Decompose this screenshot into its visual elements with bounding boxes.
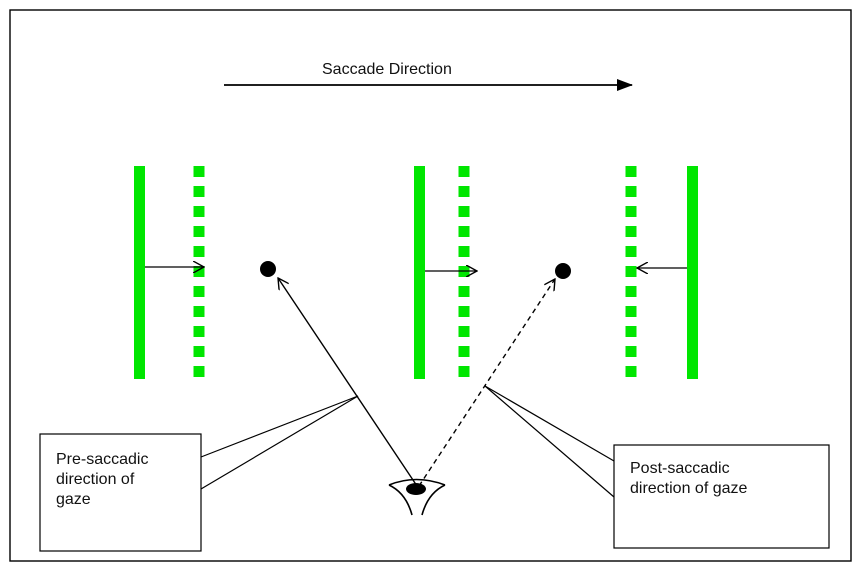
callout-pointer-post-1 xyxy=(484,385,615,462)
callout-pointer-pre-1 xyxy=(200,395,359,458)
callout-label-post-saccadic: Post-saccadic direction of gaze xyxy=(630,460,748,497)
post-saccadic-gaze-line xyxy=(418,279,555,487)
solid-bar-right xyxy=(687,166,698,379)
callout-box-post xyxy=(613,444,830,549)
diagram-title: Saccade Direction xyxy=(322,61,452,78)
target-dot-right xyxy=(555,263,571,279)
eye-icon xyxy=(388,478,446,516)
solid-bar-middle xyxy=(414,166,425,379)
diagram-frame xyxy=(9,9,852,562)
target-dot-left xyxy=(260,261,276,277)
callout-pointer-post-2 xyxy=(484,385,615,498)
callout-box-pre xyxy=(39,433,202,552)
callout-pointer-pre-2 xyxy=(200,395,359,490)
solid-bar-left xyxy=(134,166,145,379)
callout-label-pre-saccadic: Pre-saccadic direction of gaze xyxy=(56,451,149,508)
pre-saccadic-gaze-line xyxy=(278,278,418,487)
